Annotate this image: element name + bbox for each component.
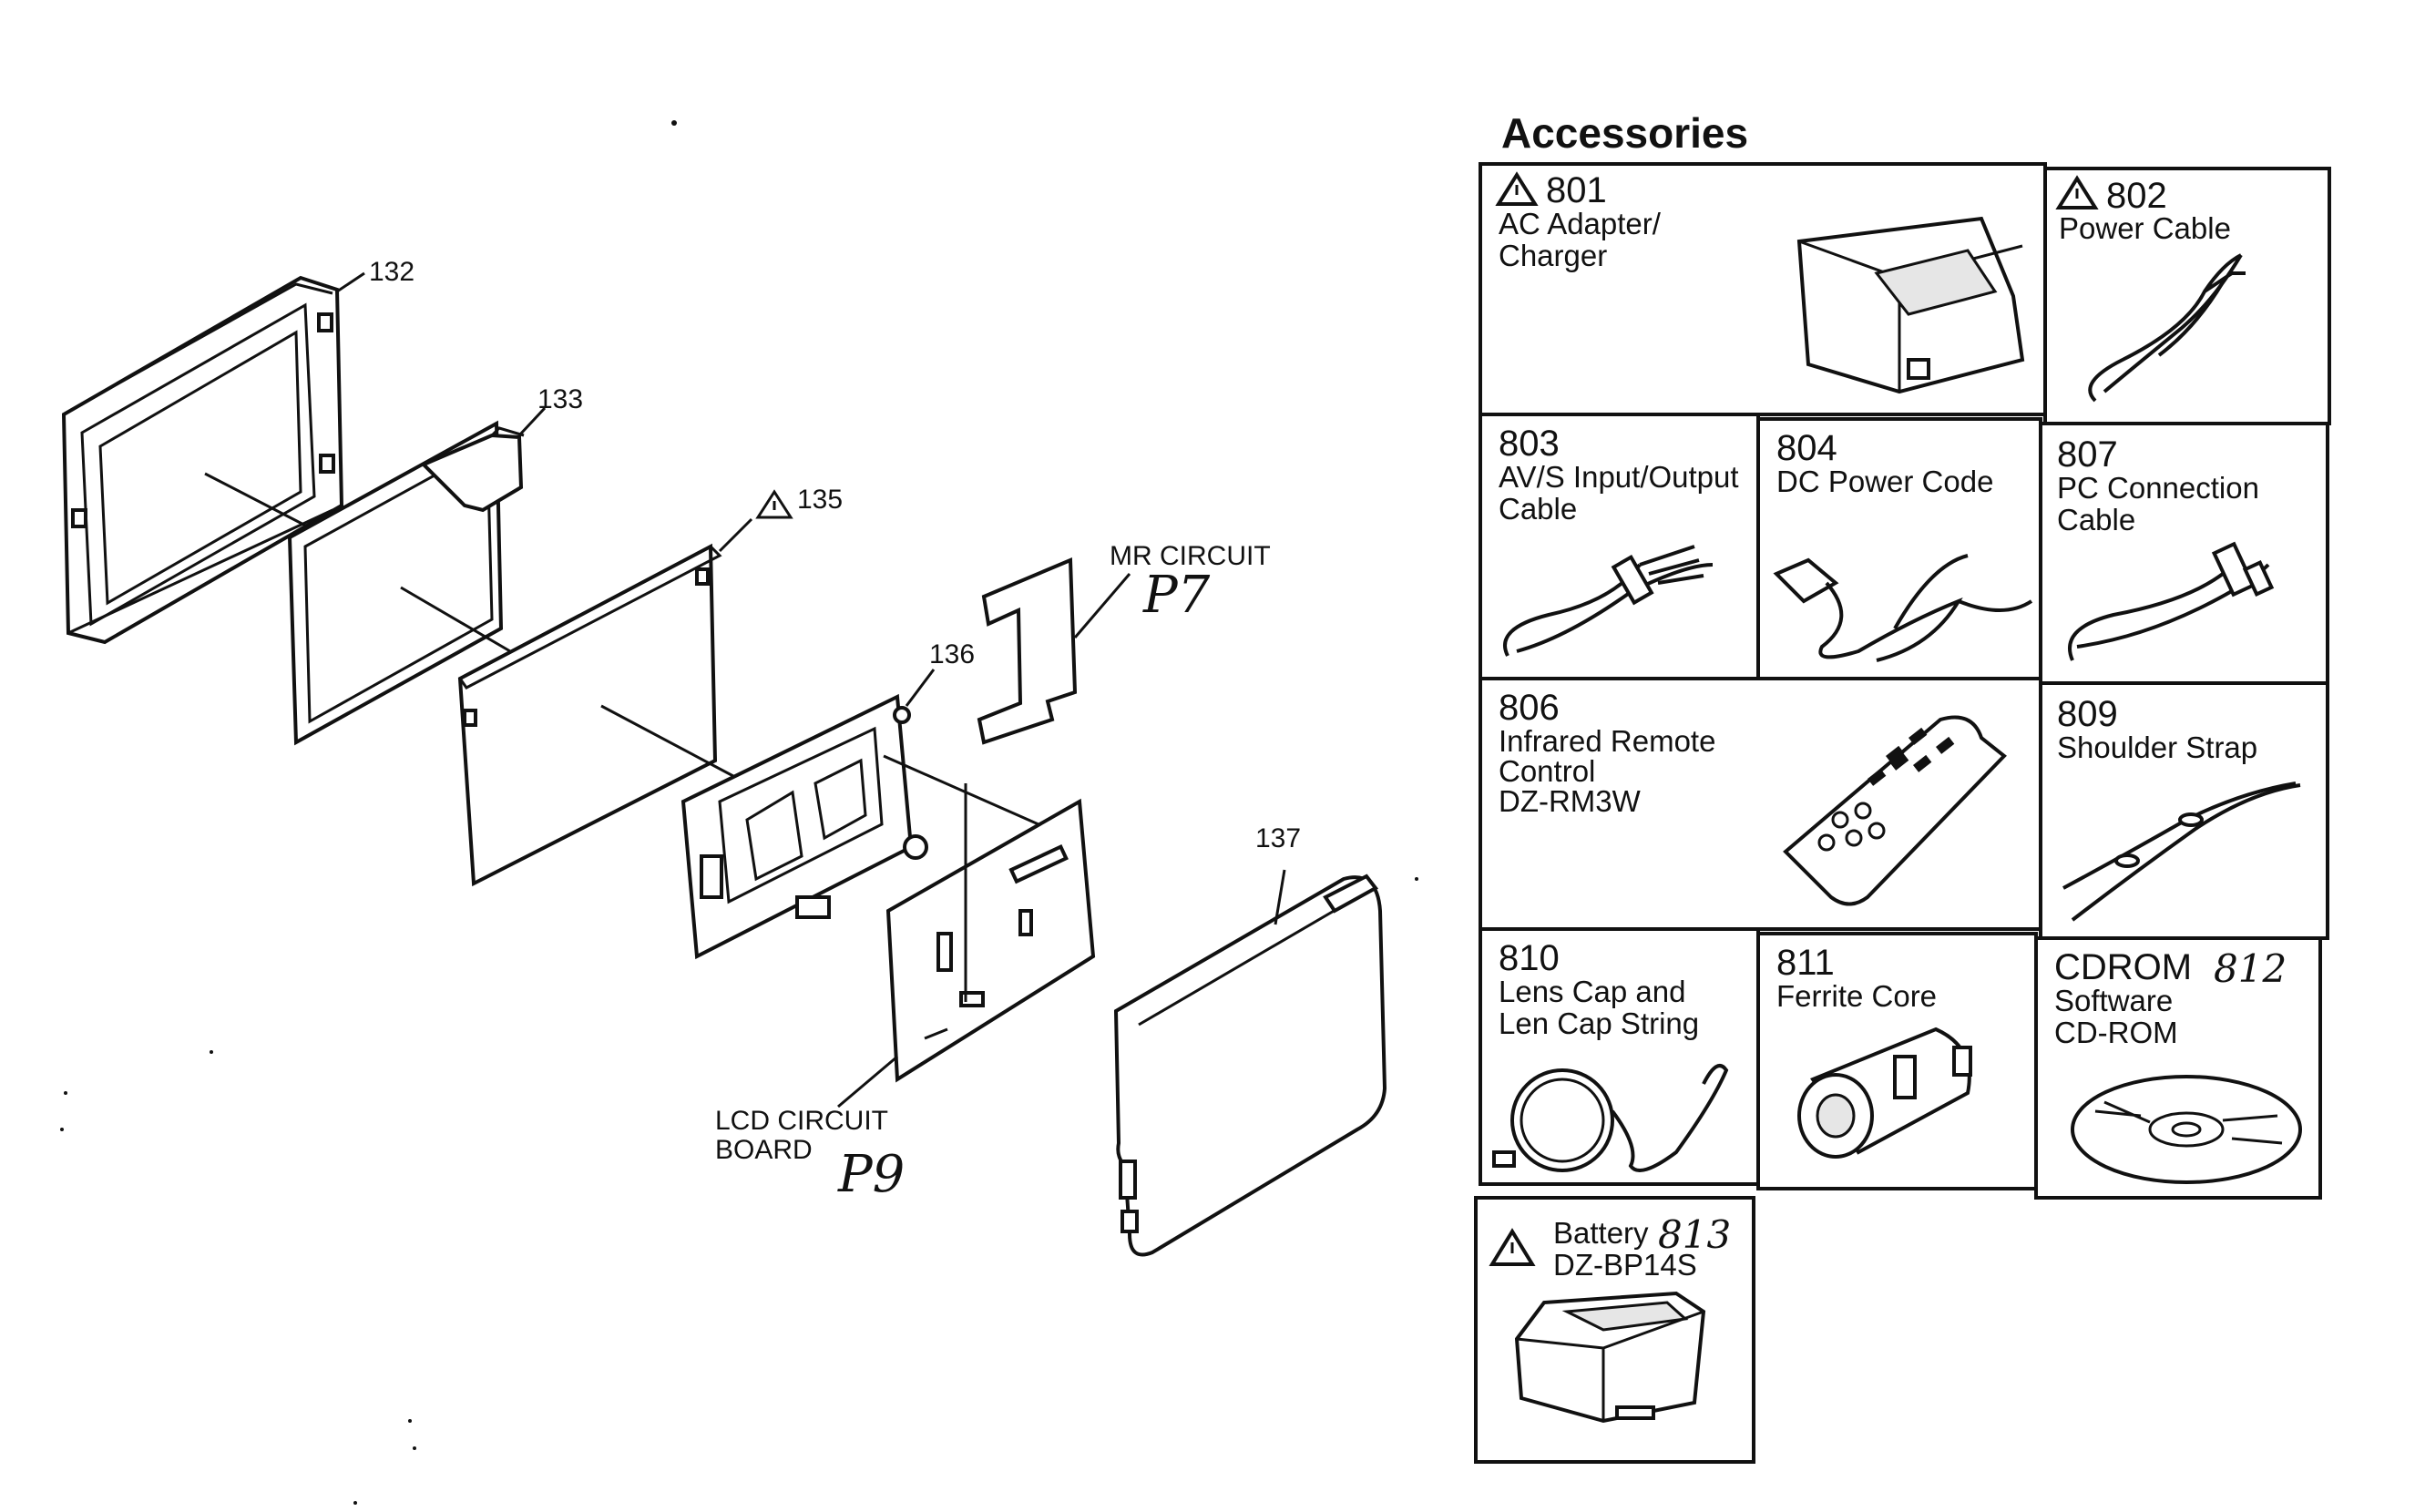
warning-icon (2055, 175, 2099, 209)
part-135-backlight (457, 517, 753, 887)
accessory-810: 810 Lens Cap and Len Cap String (1492, 938, 1729, 1172)
svg-text:806: 806 (1499, 688, 1560, 728)
svg-text:813: 813 (1658, 1212, 1731, 1257)
svg-text:804: 804 (1776, 428, 1837, 468)
svg-text:135: 135 (797, 485, 843, 515)
svg-text:Control: Control (1499, 754, 1595, 788)
mr-circuit-label: MR CIRCUIT (1110, 541, 1271, 571)
svg-text:DC Power Code: DC Power Code (1776, 465, 1993, 498)
mr-circuit-page-ref: P7 (1142, 566, 1211, 625)
scan-specks (60, 120, 1418, 1505)
svg-text:809: 809 (2057, 694, 2118, 734)
svg-text:807: 807 (2057, 434, 2118, 475)
power-cable-icon (2088, 253, 2246, 403)
lcd-circuit-label-line1: LCD CIRCUIT (715, 1106, 888, 1136)
ac-adapter-icon (1796, 216, 2025, 394)
svg-text:Battery: Battery (1553, 1216, 1649, 1250)
dc-cord-icon (1773, 554, 2033, 662)
svg-text:802: 802 (2106, 176, 2167, 216)
svg-text:Ferrite Core: Ferrite Core (1776, 979, 1937, 1013)
part-132-lcd-frame (61, 271, 365, 645)
accessory-807: 807 PC Connection Cable (2057, 434, 2275, 661)
svg-text:Software: Software (2054, 984, 2173, 1017)
mr-circuit-flex (977, 557, 1131, 745)
svg-text:DZ-RM3W: DZ-RM3W (1499, 784, 1642, 818)
part-136-chassis (680, 669, 936, 960)
warning-icon (755, 489, 793, 519)
accessory-804: 804 DC Power Code (1773, 428, 2033, 662)
svg-text:CDROM: CDROM (2054, 947, 2192, 987)
svg-text:803: 803 (1499, 424, 1560, 464)
part-label-136: 136 (929, 639, 975, 669)
svg-text:811: 811 (1776, 943, 1835, 983)
accessory-803: 803 AV/S Input/Output Cable (1499, 424, 1739, 657)
svg-text:801: 801 (1546, 170, 1607, 210)
svg-text:Cable: Cable (1499, 492, 1577, 526)
lcd-circuit-board (837, 754, 1096, 1108)
accessory-cdrom: CDROM 812 Software CD-ROM (2054, 946, 2302, 1184)
svg-text:CD-ROM: CD-ROM (2054, 1016, 2178, 1049)
av-cable-icon (1503, 545, 1714, 657)
svg-text:812: 812 (2214, 946, 2287, 991)
svg-text:Charger: Charger (1499, 239, 1607, 272)
accessory-802: 802 Power Cable (2055, 175, 2246, 403)
svg-text:Power Cable: Power Cable (2059, 211, 2231, 245)
part-137-monitor-case (1113, 869, 1387, 1257)
svg-text:Lens Cap and: Lens Cap and (1499, 975, 1686, 1008)
shoulder-strap-icon (2062, 782, 2301, 922)
accessories-grid (1474, 162, 2331, 1464)
pc-cable-icon (2068, 541, 2275, 661)
svg-text:Len Cap String: Len Cap String (1499, 1006, 1699, 1040)
lcd-circuit-label-line2: BOARD (715, 1135, 813, 1165)
part-label-132: 132 (369, 257, 414, 287)
battery-icon (1514, 1291, 1706, 1424)
accessory-806: 806 Infrared Remote Control DZ-RM3W (1499, 688, 2007, 906)
lcd-circuit-page-ref: P9 (837, 1145, 905, 1204)
remote-control-icon (1783, 715, 2007, 906)
accessory-809: 809 Shoulder Strap (2057, 694, 2301, 922)
accessory-811: 811 Ferrite Core (1776, 943, 1972, 1159)
svg-text:Cable: Cable (2057, 503, 2135, 536)
cd-rom-icon (2071, 1075, 2302, 1184)
part-label-137: 137 (1255, 823, 1301, 853)
svg-text:AV/S Input/Output: AV/S Input/Output (1499, 460, 1739, 494)
svg-text:PC Connection: PC Connection (2057, 471, 2259, 505)
warning-icon (1495, 171, 1539, 206)
accessory-battery: Battery 813 DZ-BP14S (1489, 1212, 1731, 1424)
svg-text:AC Adapter/: AC Adapter/ (1499, 207, 1662, 240)
svg-text:DZ-BP14S: DZ-BP14S (1553, 1248, 1697, 1282)
accessories-title: Accessories (1501, 109, 1748, 157)
svg-text:Infrared Remote: Infrared Remote (1499, 724, 1715, 758)
accessory-801: 801 AC Adapter/ Charger (1495, 170, 2025, 394)
part-133-lcd-panel (287, 406, 547, 746)
warning-icon (1489, 1228, 1536, 1266)
svg-text:810: 810 (1499, 938, 1560, 978)
svg-text:Shoulder Strap: Shoulder Strap (2057, 730, 2257, 764)
part-label-133: 133 (537, 384, 583, 414)
part-label-135: 135 (755, 485, 843, 519)
ferrite-core-icon (1797, 1027, 1972, 1159)
lens-cap-icon (1492, 1064, 1729, 1172)
